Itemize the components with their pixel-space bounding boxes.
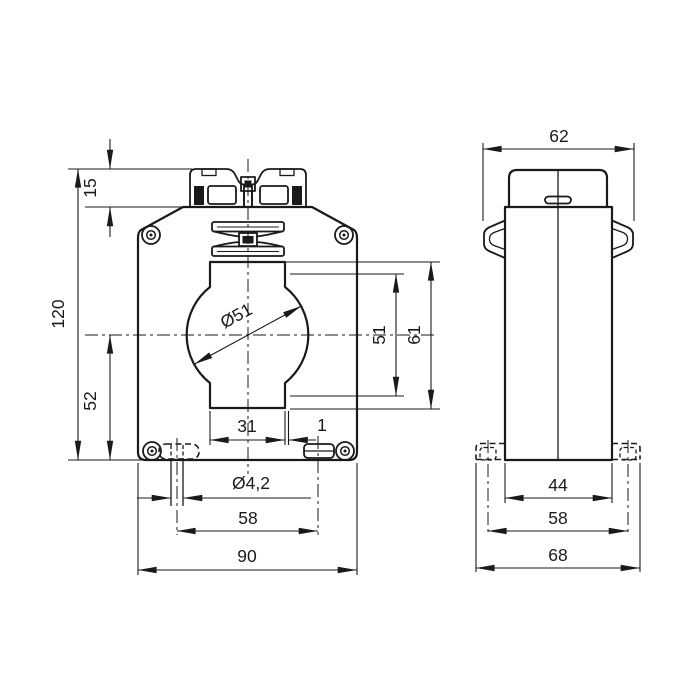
terminal-notch-right <box>279 168 295 177</box>
foot-right-hidden <box>612 440 641 536</box>
dim-foot-slot-spacing-58-side: 58 <box>488 508 629 535</box>
front-view: 120 15 52 Ø51 51 61 <box>48 139 440 575</box>
dim-aperture-height-51: 51 <box>290 273 404 397</box>
body-depth-label: 44 <box>548 475 568 495</box>
aperture-height-label: 51 <box>369 325 389 344</box>
terminal-window-right <box>259 185 289 205</box>
hanger-ear-left <box>483 219 506 259</box>
dim-base-depth-68: 68 <box>475 463 641 572</box>
foot-left-hidden <box>475 440 505 536</box>
screw-hole-bottom-right <box>335 441 355 461</box>
dim-slot-width-4-2: Ø4,2 <box>137 473 311 502</box>
foot-slot-spacing-label: 58 <box>548 508 567 528</box>
base-depth-label: 68 <box>548 545 567 565</box>
side-terminal-cap <box>507 168 609 209</box>
total-height-label: 120 <box>48 299 68 328</box>
aperture-diameter-label: Ø51 <box>217 299 256 332</box>
screw-hole-top-right <box>334 225 354 245</box>
dim-window-width-31: 31 <box>209 411 286 445</box>
top-width-label: 62 <box>549 126 568 146</box>
corner-screw-holes <box>141 225 355 461</box>
dim-total-height-120: 120 <box>48 168 192 461</box>
side-view: 62 44 58 68 <box>475 126 641 572</box>
mounting-slot-left <box>158 438 200 535</box>
terminal-window-left <box>207 185 237 205</box>
wall-offset-label: 1 <box>317 415 327 435</box>
body-width-label: 90 <box>237 546 257 566</box>
dim-terminal-height-15: 15 <box>80 139 183 237</box>
terminal-block <box>189 168 307 208</box>
dim-slot-spacing-58-front: 58 <box>177 508 319 535</box>
dim-window-height-61: 61 <box>285 261 440 410</box>
dim-body-width-90: 90 <box>137 463 358 575</box>
dim-center-to-base-52: 52 <box>80 335 114 461</box>
hanger-ear-right <box>611 219 634 259</box>
dim-wall-offset-1: 1 <box>287 411 327 445</box>
aperture-outline <box>185 260 310 410</box>
mounting-slot-right <box>303 436 335 535</box>
terminal-notch-left <box>201 168 217 177</box>
window-height-label: 61 <box>404 325 424 344</box>
terminal-height-label: 15 <box>80 178 100 197</box>
screw-hole-top-left <box>141 225 161 245</box>
window-width-label: 31 <box>237 416 256 436</box>
center-to-base-label: 52 <box>80 391 100 410</box>
terminal-contact-right <box>292 186 302 205</box>
dim-body-depth-44: 44 <box>504 463 613 503</box>
slot-width-label: Ø4,2 <box>232 473 270 493</box>
dim-top-width-62: 62 <box>482 126 635 221</box>
slot-spacing-label-front: 58 <box>238 508 257 528</box>
screw-hole-bottom-left <box>142 441 162 461</box>
terminal-contact-left <box>194 186 204 205</box>
